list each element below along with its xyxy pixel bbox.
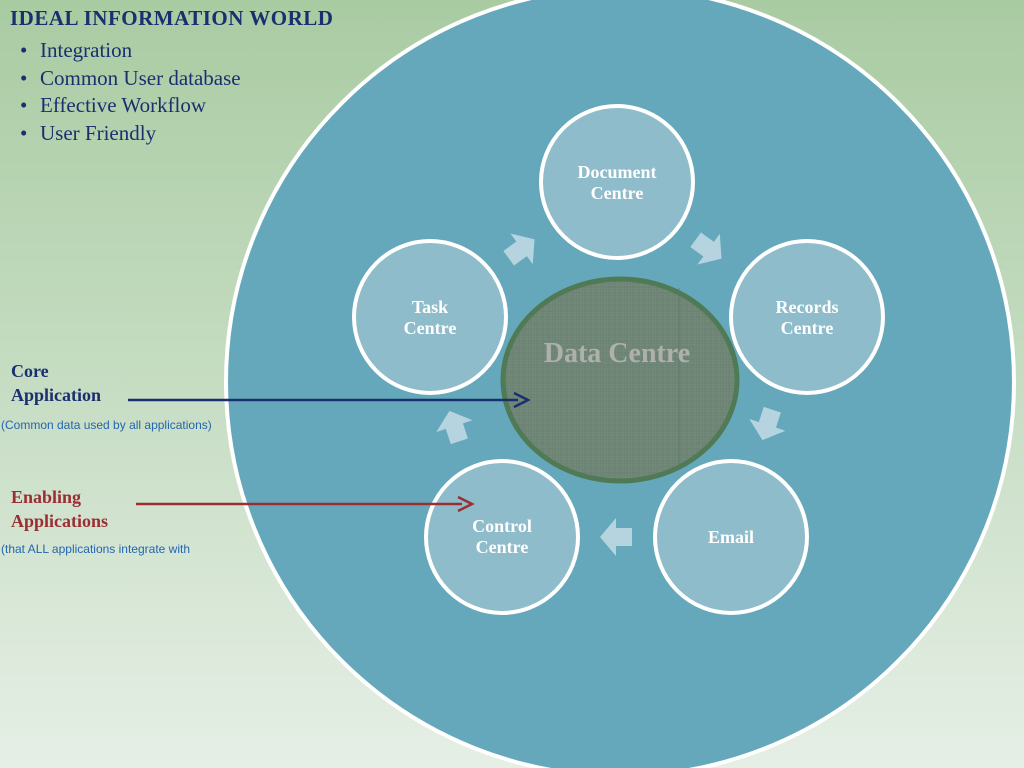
node-task-centre: Task Centre <box>352 239 508 395</box>
node-label: Records <box>776 297 839 317</box>
bullet-text: Integration <box>40 38 133 62</box>
node-label: Centre <box>404 318 457 338</box>
bullet-text: Common User database <box>40 65 241 90</box>
arrow-records-to-email-icon <box>749 406 786 441</box>
node-circle <box>539 104 695 260</box>
core-label-line: Application <box>11 385 102 405</box>
core-label-line: Core <box>11 361 49 381</box>
enabling-label-line: Enabling <box>11 487 82 507</box>
bullet-list: • Integration • Common User database • Effe… <box>20 37 241 147</box>
enabling-applications-note: (that ALL applications integrate with <box>1 542 191 556</box>
data-centre-circle <box>500 276 740 484</box>
data-centre-label: Data Centre <box>544 338 690 369</box>
arrow-control-to-task-icon <box>436 410 473 445</box>
node-label: Centre <box>781 318 834 338</box>
enabling-pointer-arrow-icon <box>136 495 475 513</box>
bullet-dot-icon: • <box>20 120 28 145</box>
node-document-centre: Document Centre <box>539 104 695 260</box>
arrow-document-to-records-icon <box>690 232 722 265</box>
bullet-item: • Integration <box>20 37 241 65</box>
bullet-text: User Friendly <box>40 120 157 145</box>
arrow-email-to-control-icon <box>600 518 632 556</box>
node-label: Centre <box>591 183 644 203</box>
core-application-note: (Common data used by all applications) <box>1 418 212 432</box>
node-label: Centre <box>476 537 529 557</box>
core-pointer-arrow-icon <box>128 391 531 409</box>
bullet-dot-icon: • <box>20 93 28 117</box>
node-circle <box>729 239 885 395</box>
arrow-task-to-document-icon <box>503 233 535 266</box>
bullet-item: • Effective Workflow <box>20 92 241 120</box>
enabling-applications-label: Enabling Applications <box>11 485 108 533</box>
node-label: Task <box>412 297 448 317</box>
node-label: Email <box>708 527 754 547</box>
enabling-label-line: Applications <box>11 511 109 531</box>
bullet-dot-icon: • <box>20 38 28 62</box>
bullet-dot-icon: • <box>20 65 28 90</box>
bullet-text: Effective Workflow <box>40 93 207 117</box>
bullet-item: • Common User database <box>20 65 241 93</box>
node-circle <box>352 239 508 395</box>
node-label: Control <box>472 516 532 536</box>
bullet-item: • User Friendly <box>20 120 241 148</box>
page-title: IDEAL INFORMATION WORLD <box>10 6 334 30</box>
node-email: Email <box>653 459 809 615</box>
node-label: Document <box>578 162 657 182</box>
node-records-centre: Records Centre <box>729 239 885 395</box>
core-application-label: Core Application <box>11 359 101 407</box>
node-circle <box>653 459 809 615</box>
node-control-centre: Control Centre <box>424 459 580 615</box>
